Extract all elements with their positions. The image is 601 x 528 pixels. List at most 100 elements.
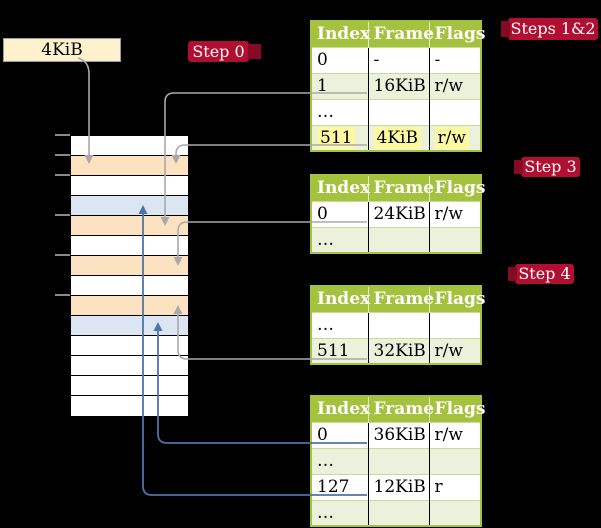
memory-cell-0-white [71, 136, 188, 156]
table-row: 0-- [311, 46, 481, 73]
memory-cell-1-peach [71, 156, 188, 176]
memory-cell-8-peach [71, 296, 188, 316]
table-cell [428, 98, 481, 125]
badge-step-0-label: Step 0 [192, 42, 245, 61]
table-cell: 32KiB [367, 337, 429, 364]
memory-cell-10-white [71, 336, 188, 356]
table-cell [367, 98, 429, 125]
table-cell: r/w [428, 200, 481, 227]
column-header-index: Index [311, 175, 370, 201]
frame-size-label: 4KiB [41, 40, 83, 60]
frame-size-label-box: 4KiB [3, 38, 121, 62]
table-cell: 511 [311, 124, 368, 151]
memory-column [70, 135, 189, 417]
memory-cell-11-white [71, 356, 188, 376]
badge-step-0: Step 0 [188, 41, 261, 62]
table-cell: … [311, 499, 368, 526]
memory-tick [55, 174, 70, 176]
table-row: … [311, 98, 481, 125]
column-header-flags: Flags [428, 21, 486, 47]
table-cell [428, 311, 481, 338]
table-row: … [311, 226, 481, 253]
highlighted-value: 4KiB [373, 126, 421, 149]
column-header-frame: Frame [367, 175, 434, 201]
table-cell [367, 226, 429, 253]
highlighted-value: 511 [317, 126, 356, 149]
memory-cell-3-blue [71, 196, 188, 216]
table-cell: 24KiB [367, 200, 429, 227]
table-cell: r [428, 473, 481, 500]
column-header-index: Index [311, 21, 370, 47]
table-cell: 1 [311, 72, 368, 99]
memory-cell-13-white [71, 396, 188, 416]
badge-step-4: Step 4 [508, 264, 574, 284]
table-cell: 16KiB [367, 72, 429, 99]
table-cell [428, 499, 481, 526]
column-header-flags: Flags [428, 175, 486, 201]
table-cell: … [311, 98, 368, 125]
table-cell: 0 [311, 421, 368, 448]
column-header-flags: Flags [428, 396, 486, 422]
column-header-flags: Flags [428, 286, 486, 312]
table-cell: 12KiB [367, 473, 429, 500]
table-cell: 511 [311, 337, 368, 364]
memory-cell-7-white [71, 276, 188, 296]
table-cell: - [428, 46, 481, 73]
table-row: 511 4KiB r/w [311, 124, 481, 151]
table-row: … [311, 447, 481, 474]
column-header-index: Index [311, 396, 370, 422]
badge-step-4-label: Step 4 [518, 264, 571, 283]
memory-tick [55, 154, 70, 156]
memory-cell-5-white [71, 236, 188, 256]
column-header-frame: Frame [367, 21, 434, 47]
column-header-frame: Frame [367, 396, 434, 422]
badge-step-3: Step 3 [514, 157, 580, 177]
table-cell: 0 [311, 46, 368, 73]
table-cell: r/w [428, 72, 481, 99]
table-cell [367, 499, 429, 526]
badge-steps-1-2: Steps 1&2 [501, 18, 598, 40]
table-cell: 4KiB [367, 124, 429, 151]
memory-tick [55, 254, 70, 256]
table-cell: 36KiB [367, 421, 429, 448]
table-row: … [311, 311, 481, 338]
table-cell: r/w [428, 421, 481, 448]
table-cell: r/w [428, 337, 481, 364]
column-header-index: Index [311, 286, 370, 312]
memory-tick [55, 214, 70, 216]
highlighted-value: r/w [434, 126, 469, 149]
table-cell [367, 447, 429, 474]
table-cell: 0 [311, 200, 368, 227]
memory-cell-12-white [71, 376, 188, 396]
table-cell: … [311, 226, 368, 253]
memory-cell-9-blue [71, 316, 188, 336]
column-header-frame: Frame [367, 286, 434, 312]
table-cell: - [367, 46, 429, 73]
table-cell: … [311, 311, 368, 338]
badge-steps-1-2-label: Steps 1&2 [510, 19, 596, 38]
table-cell [367, 311, 429, 338]
memory-cell-2-white [71, 176, 188, 196]
table-cell: 127 [311, 473, 368, 500]
memory-tick [55, 134, 70, 136]
badge-step-3-label: Step 3 [524, 157, 577, 176]
memory-cell-6-peach [71, 256, 188, 276]
table-row: … [311, 499, 481, 526]
